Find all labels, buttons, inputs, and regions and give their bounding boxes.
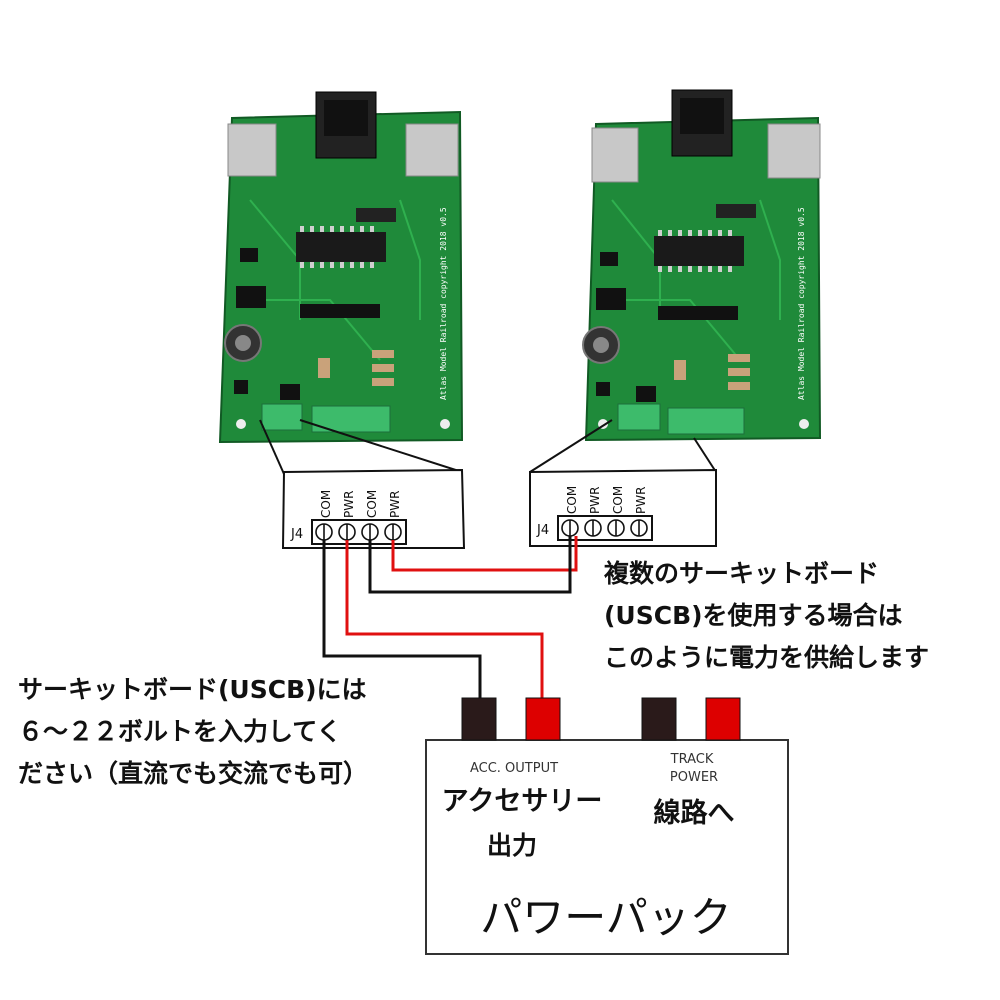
- track-power-label: POWER: [670, 770, 718, 785]
- pin-label-pwr: PWR: [342, 491, 356, 518]
- terminal-block-outputs: [667, 407, 745, 435]
- wire-black-to-powerpack: [322, 540, 482, 700]
- pin-label-com: COM: [611, 486, 625, 514]
- acc-output-jp-label: 出力: [487, 831, 537, 860]
- pin-screw-pwr-2: [630, 519, 648, 537]
- power-pack-body: [425, 739, 789, 955]
- track-power-red-terminal: [705, 697, 741, 741]
- ic-chip: [296, 232, 386, 262]
- connector-inset-left: J4 COM PWR COM PWR: [281, 468, 466, 549]
- connector-inset-right: J4 COM PWR COM PWR: [529, 468, 717, 547]
- pin-label-com: COM: [365, 490, 379, 518]
- note-line: (USCB)を使用する場合は: [604, 601, 903, 630]
- rj-jack-right: [767, 123, 821, 179]
- note-line: サーキットボード(USCB)には: [18, 675, 367, 704]
- track-power-jp-label: 線路へ: [654, 797, 735, 829]
- pin-screw-com-2: [607, 519, 625, 537]
- acc-output-jp-label: アクセサリー: [442, 786, 603, 817]
- rj-jack-left: [227, 123, 277, 177]
- pin-label-pwr: PWR: [588, 487, 602, 514]
- note-multiple-boards: 複数のサーキットボード (USCB)を使用する場合は このように電力を供給します: [604, 559, 929, 672]
- note-line: ださい（直流でも交流でも可）: [18, 759, 368, 788]
- rj-jack-left: [591, 127, 639, 183]
- power-pack: ACC. OUTPUT アクセサリー 出力 TRACK POWER 線路へ パワ…: [425, 697, 789, 955]
- note-line: 複数のサーキットボード: [604, 559, 879, 588]
- acc-output-red-terminal: [525, 697, 561, 741]
- note-voltage: サーキットボード(USCB)には ６～２２ボルトを入力してく ださい（直流でも交…: [18, 675, 368, 788]
- wire-red-to-powerpack: [345, 540, 544, 700]
- note-line: このように電力を供給します: [604, 643, 929, 672]
- rj-jack-right: [405, 123, 459, 177]
- terminal-block-j4: [617, 403, 661, 431]
- wire-black-bridge: [368, 536, 572, 594]
- note-line: ６～２２ボルトを入力してく: [18, 717, 342, 746]
- track-power-black-terminal: [641, 697, 677, 741]
- pin-label-com: COM: [319, 490, 333, 518]
- acc-output-black-terminal: [461, 697, 497, 741]
- power-pack-title: パワーパック: [480, 893, 732, 942]
- wire-red-bridge: [391, 536, 578, 572]
- acc-output-label: ACC. OUTPUT: [470, 761, 558, 776]
- circuit-board-left: Atlas Model Railroad copyright 2018 v0.5: [218, 91, 464, 444]
- terminal-block-j4: [261, 403, 303, 431]
- ic-chip: [654, 236, 744, 266]
- pin-label-pwr: PWR: [388, 491, 402, 518]
- board-silkscreen: Atlas Model Railroad copyright 2018 v0.5: [797, 207, 806, 400]
- terminal-block-outputs: [311, 405, 391, 433]
- wires: [322, 536, 578, 700]
- pin-label-com: COM: [565, 486, 579, 514]
- pin-screw-pwr-1: [584, 519, 602, 537]
- pin-label-pwr: PWR: [634, 487, 648, 514]
- track-power-label: TRACK: [670, 752, 714, 767]
- zoom-callout-lines: [259, 419, 717, 475]
- connector-label: J4: [290, 527, 303, 542]
- connector-label: J4: [536, 523, 549, 538]
- board-silkscreen: Atlas Model Railroad copyright 2018 v0.5: [439, 207, 448, 400]
- circuit-board-right: Atlas Model Railroad copyright 2018 v0.5: [582, 89, 822, 442]
